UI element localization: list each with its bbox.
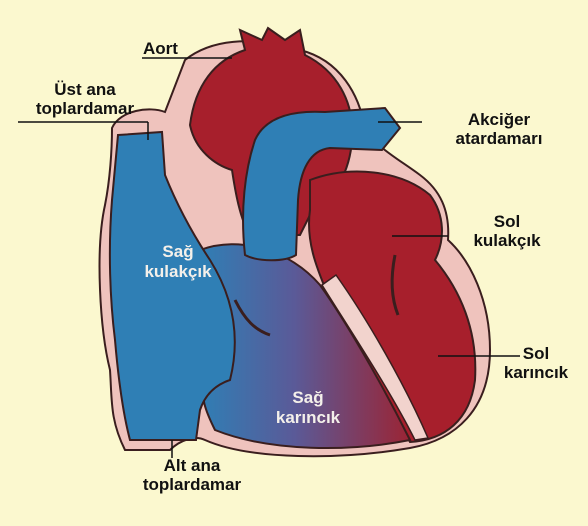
label-superior-vena-cava: Üst ana toplardamar <box>15 80 155 118</box>
label-left-atrium: Sol kulakçık <box>452 212 562 250</box>
label-pulmonary-artery: Akciğer atardamarı <box>424 110 574 148</box>
label-right-atrium: Sağ kulakçık <box>128 242 228 282</box>
label-aorta: Aort <box>143 39 178 58</box>
label-inferior-vena-cava: Alt ana toplardamar <box>122 456 262 494</box>
label-left-ventricle: Sol karıncık <box>486 344 586 382</box>
label-right-ventricle: Sağ karıncık <box>258 388 358 428</box>
